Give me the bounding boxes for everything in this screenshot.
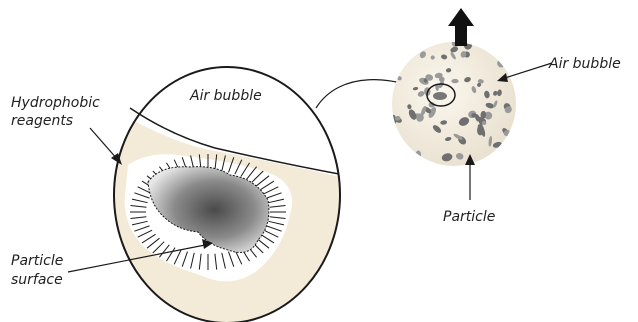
hydrophobic-leader-arrow (90, 128, 118, 160)
bubble-particle-aggregate (391, 39, 516, 166)
air-bubble-right-label: Air bubble (548, 56, 621, 72)
air-bubble-label: Air bubble (189, 88, 262, 104)
particle-surface-label-line1: Particle (11, 253, 63, 269)
attached-particle-speck (451, 79, 458, 83)
attached-particle-speck (391, 115, 396, 126)
hydrophobic-reagents-label-line1: Hydrophobic (11, 95, 100, 111)
particle-label: Particle (443, 209, 495, 225)
thick-up-arrow-icon (448, 8, 474, 46)
hydrophobic-reagents-label-line2: reagents (11, 113, 73, 129)
contact-ellipse (90, 0, 345, 322)
particle-surface-label-line2: surface (11, 272, 63, 288)
air-bubble-right-leader-arrow (505, 63, 552, 78)
